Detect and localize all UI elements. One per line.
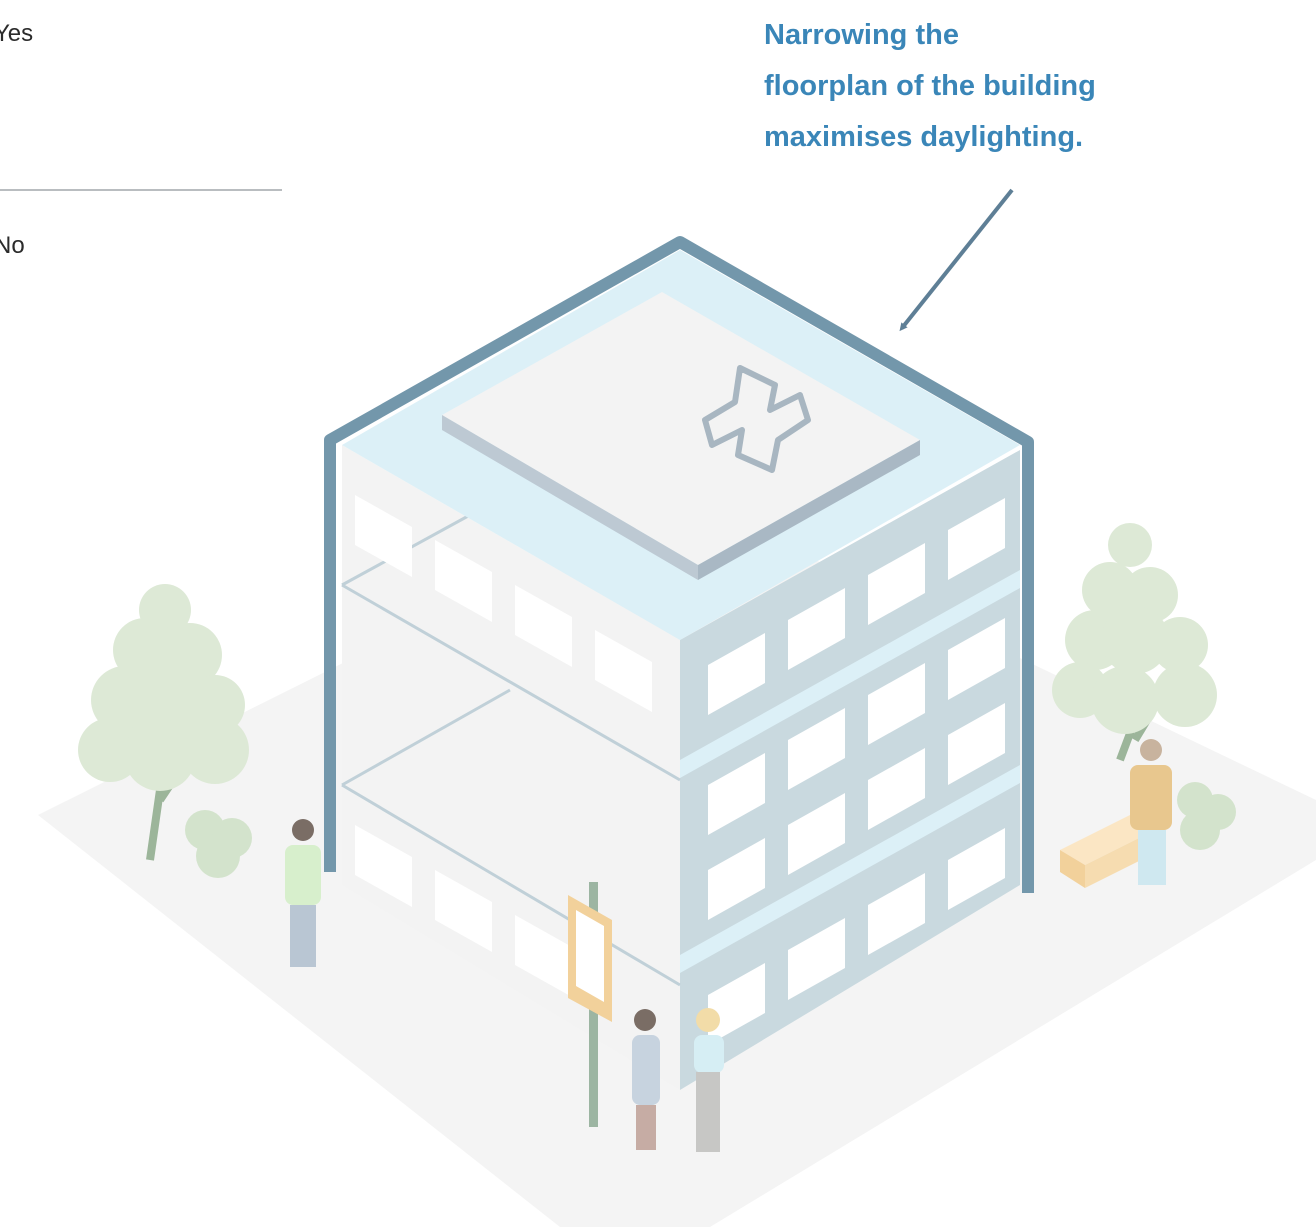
tree-left	[78, 584, 249, 861]
option-no-label[interactable]: No	[0, 232, 25, 259]
building-frame	[324, 236, 1034, 893]
option-yes-label[interactable]: Yes	[0, 20, 34, 47]
annotation-line-2: floorplan of the building	[764, 70, 1096, 102]
right-windows	[708, 498, 1005, 1045]
annotation-line-1: Narrowing the	[764, 19, 959, 51]
building-right-face	[680, 450, 1020, 1090]
tree-right	[1052, 523, 1217, 762]
person-front-1	[632, 1009, 660, 1150]
signpost	[568, 882, 612, 1127]
person-front-2	[694, 1008, 724, 1152]
roof-slab	[442, 292, 920, 580]
left-windows	[355, 495, 652, 997]
person-left	[285, 819, 321, 967]
annotation-arrow	[899, 188, 1014, 332]
annotation-callout: Narrowing the floorplan of the building …	[764, 10, 1284, 163]
bush-right	[1177, 782, 1236, 850]
bush-left	[185, 810, 252, 878]
person-right	[1130, 739, 1172, 885]
medical-cross-icon	[702, 365, 811, 473]
right-glass-bands	[680, 570, 1020, 973]
annotation-line-3: maximises daylighting.	[764, 121, 1084, 153]
option-divider	[0, 189, 282, 191]
